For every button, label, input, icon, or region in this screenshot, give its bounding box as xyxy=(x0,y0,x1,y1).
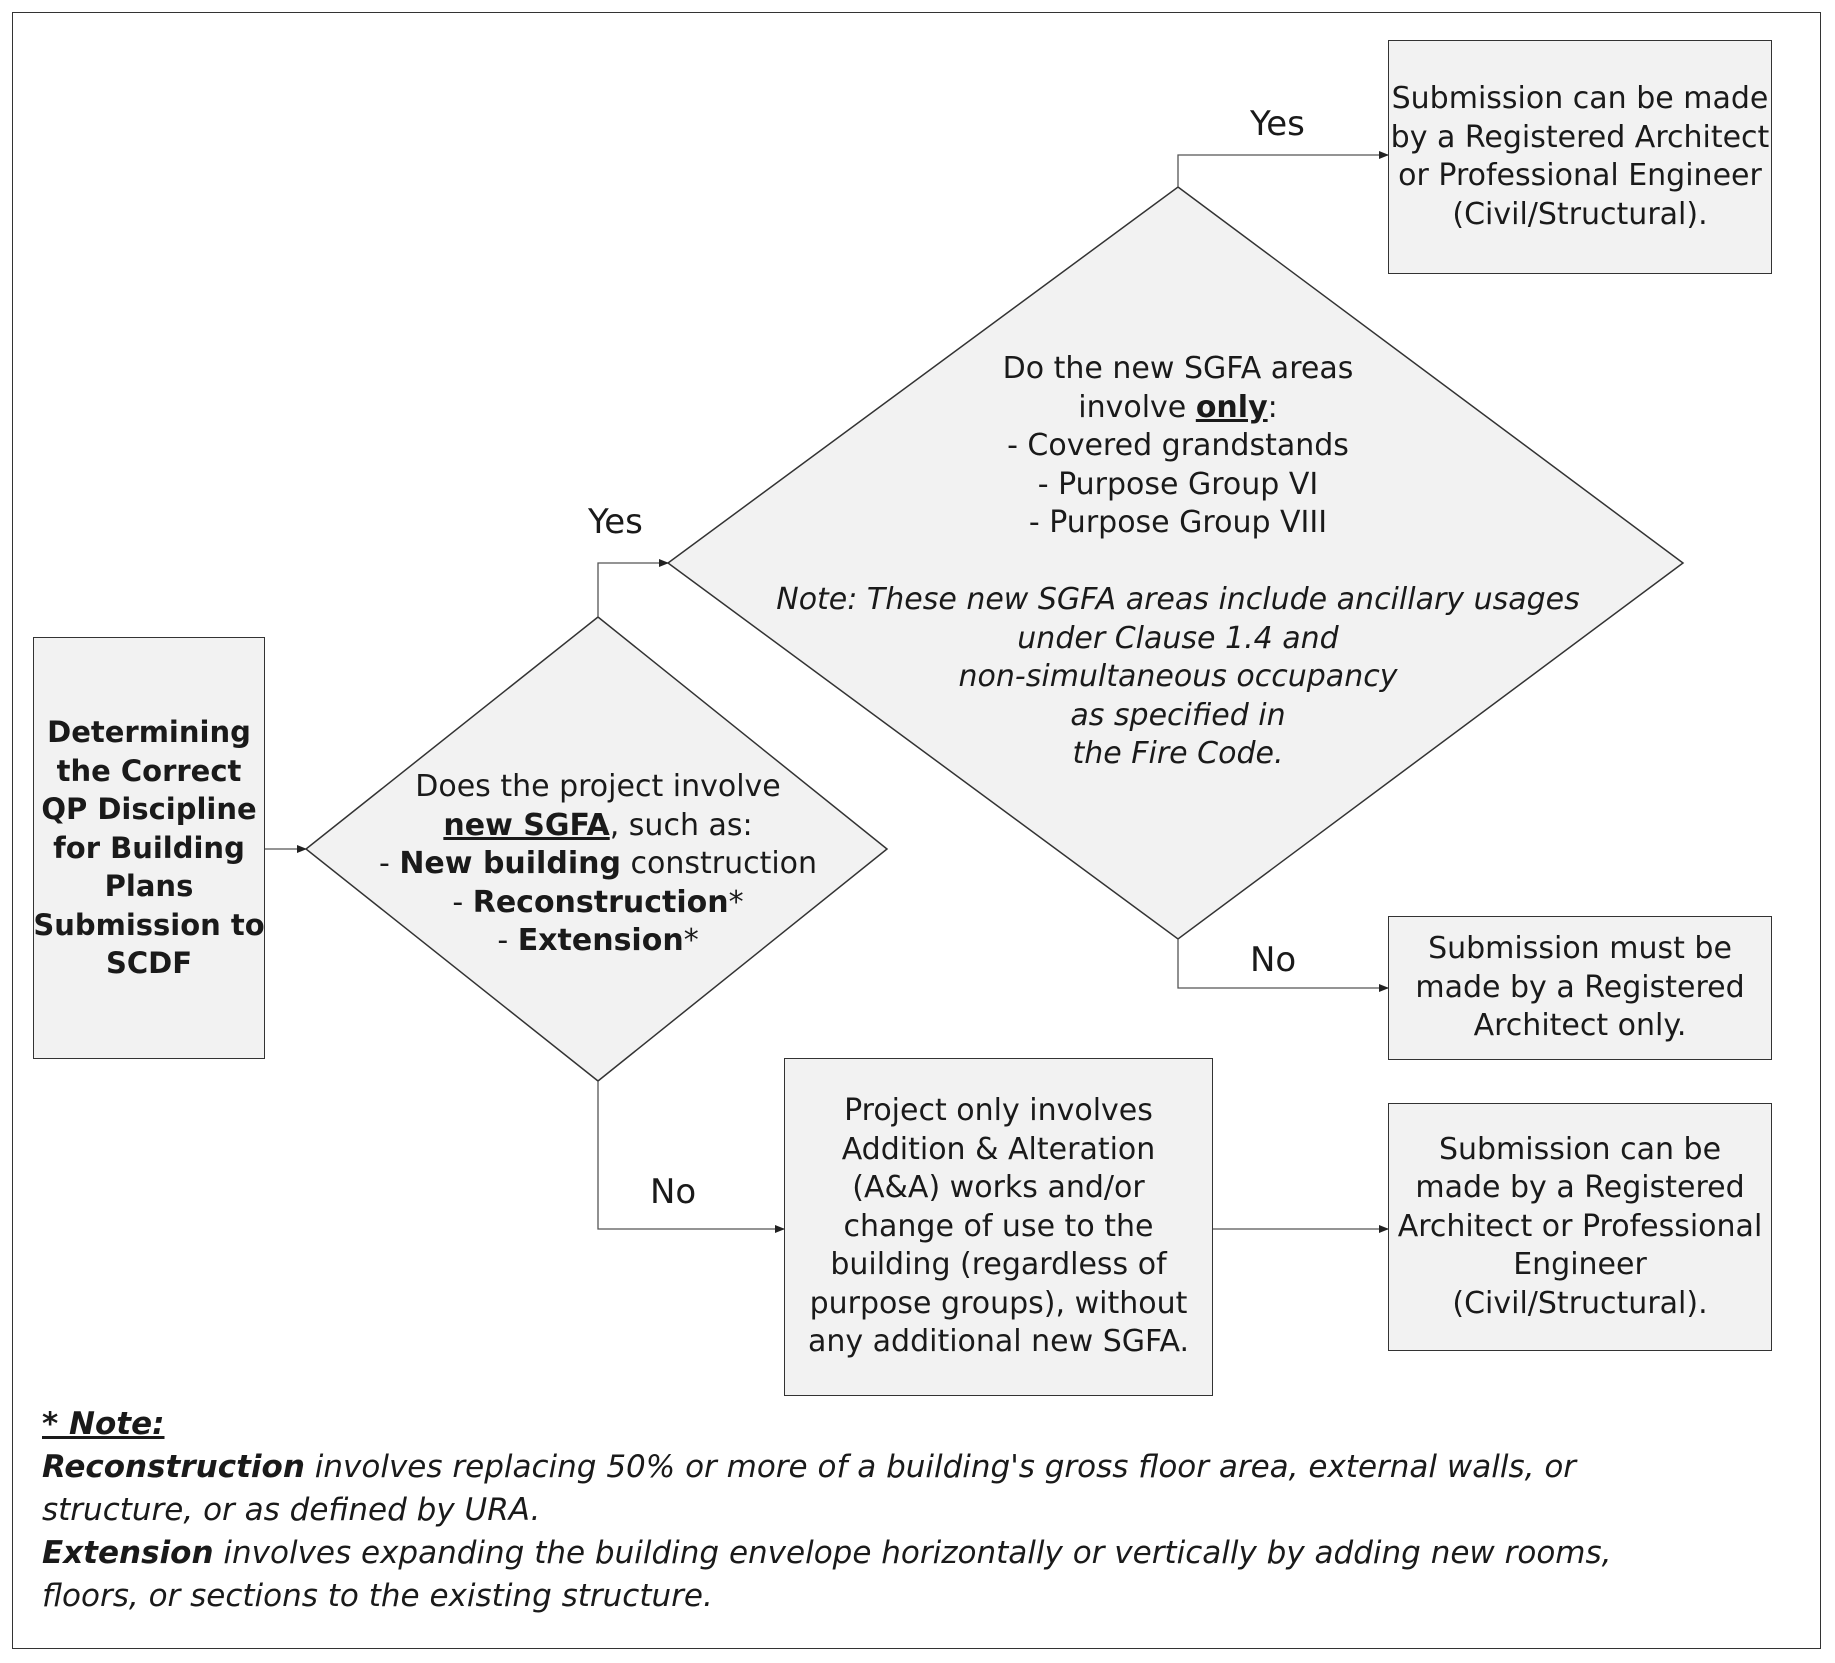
start-line: for Building xyxy=(53,830,245,865)
footnote-line: structure, or as defined by URA. xyxy=(42,1492,541,1528)
outcome-line: Submission can be xyxy=(1438,1131,1722,1167)
decision1-text: Does the project involve new SGFA, such … xyxy=(378,768,818,961)
outcome-line: made by a Registered xyxy=(1415,1170,1745,1206)
outcome-line: (Civil/Structural). xyxy=(1452,1285,1708,1321)
start-line: Submission to xyxy=(33,907,265,942)
footnote-heading: * Note: xyxy=(42,1406,165,1442)
start-line: Determining xyxy=(47,715,251,750)
start-line: Plans xyxy=(104,869,194,904)
footnote-text: involves replacing 50% or more of a buil… xyxy=(304,1449,1577,1485)
decision2-spacer xyxy=(738,543,1618,582)
decision2-item: - Purpose Group VI xyxy=(1037,466,1319,502)
decision1-line: - Reconstruction* xyxy=(378,884,818,923)
start-line: QP Discipline xyxy=(41,792,257,827)
decision2-note-line: Note: These new SGFA areas include ancil… xyxy=(776,582,1580,617)
outcome-line: (Civil/Structural). xyxy=(1452,196,1708,232)
outcome-line: or Professional Engineer xyxy=(1398,158,1762,193)
aa-line: Project only involves xyxy=(844,1093,1153,1129)
extension-term: Extension xyxy=(517,923,684,958)
aa-line: (A&A) works and/or xyxy=(852,1170,1145,1206)
outcome-line: Architect or Professional xyxy=(1397,1208,1763,1244)
reconstruction-term: Reconstruction xyxy=(472,884,729,920)
outcome-line: Architect only. xyxy=(1473,1008,1687,1044)
decision1-text-fragment: - xyxy=(378,846,400,881)
label-no-bottom: No xyxy=(650,1172,697,1212)
label-yes-top: Yes xyxy=(1250,104,1305,144)
footnote-line: floors, or sections to the existing stru… xyxy=(42,1578,713,1614)
decision1-text-fragment: * xyxy=(728,884,744,920)
outcome-architect-or-engineer-box: Submission can be made by a Registered A… xyxy=(1388,40,1772,274)
decision2-note-line: as specified in xyxy=(1070,697,1286,733)
extension-term: Extension xyxy=(42,1535,214,1571)
aa-line: any additional new SGFA. xyxy=(807,1324,1190,1360)
footnote-line: Reconstruction involves replacing 50% or… xyxy=(42,1446,1802,1489)
aa-line: building (regardless of xyxy=(830,1247,1167,1283)
decision2-text-fragment: involve xyxy=(1078,389,1196,425)
decision1-text-fragment: - xyxy=(452,884,473,920)
decision1-line: - New building construction xyxy=(378,845,818,884)
outcome-line: made by a Registered xyxy=(1415,969,1745,1005)
arrow-decision2-no xyxy=(1177,939,1389,992)
decision1-line: - Extension* xyxy=(378,922,818,961)
only-term: only xyxy=(1195,389,1268,425)
decision2-text: Do the new SGFA areas involve only: - Co… xyxy=(738,350,1618,774)
outcome-no-sgfa-box: Submission can be made by a Registered A… xyxy=(1388,1103,1772,1351)
reconstruction-term: Reconstruction xyxy=(42,1449,305,1485)
decision1-text-fragment: construction xyxy=(620,846,818,881)
start-line: SCDF xyxy=(105,946,193,981)
outcome-line: by a Registered Architect xyxy=(1390,119,1770,155)
outcome-line: Engineer xyxy=(1513,1247,1647,1283)
decision2-line: involve only: xyxy=(738,389,1618,428)
decision1-text-fragment: - xyxy=(497,923,518,958)
decision2-note-line: non-simultaneous occupancy xyxy=(958,659,1398,694)
aa-works-box: Project only involves Addition & Alterat… xyxy=(784,1058,1213,1396)
outcome-line: Submission must be xyxy=(1428,931,1732,967)
decision2-item: - Covered grandstands xyxy=(1007,428,1349,463)
outcome-line: Submission can be made xyxy=(1391,81,1769,116)
decision2-line: Do the new SGFA areas xyxy=(1002,351,1354,386)
aa-line: change of use to the xyxy=(843,1208,1154,1244)
decision2-text-fragment: : xyxy=(1267,389,1278,425)
outcome-architect-only-box: Submission must be made by a Registered … xyxy=(1388,916,1772,1060)
start-line: the Correct xyxy=(56,753,242,788)
footnote-text: involves expanding the building envelope… xyxy=(213,1535,1612,1571)
aa-line: purpose groups), without xyxy=(809,1285,1188,1321)
arrow-decision1-no xyxy=(597,1081,785,1233)
decision2-note-line: under Clause 1.4 and xyxy=(1017,620,1339,656)
footnote: * Note: Reconstruction involves replacin… xyxy=(42,1403,1802,1618)
label-no-mid: No xyxy=(1250,940,1297,980)
decision1-text-fragment: * xyxy=(683,923,699,958)
diagram-frame xyxy=(12,12,1821,1649)
arrow-decision1-yes xyxy=(597,559,669,617)
aa-line: Addition & Alteration xyxy=(841,1131,1156,1167)
start-box: Determining the Correct QP Discipline fo… xyxy=(33,637,265,1059)
new-sgfa-term: new SGFA xyxy=(443,807,610,843)
decision1-line: Does the project involve xyxy=(415,769,781,804)
decision1-line: new SGFA, such as: xyxy=(378,807,818,846)
decision1-text-fragment: , such as: xyxy=(609,807,753,843)
arrow-decision2-yes xyxy=(1177,151,1389,187)
new-building-term: New building xyxy=(399,846,621,881)
decision2-note-line: the Fire Code. xyxy=(1072,736,1284,771)
label-yes-mid: Yes xyxy=(588,502,643,542)
footnote-line: Extension involves expanding the buildin… xyxy=(42,1532,1802,1575)
decision2-item: - Purpose Group VIII xyxy=(1028,505,1328,540)
